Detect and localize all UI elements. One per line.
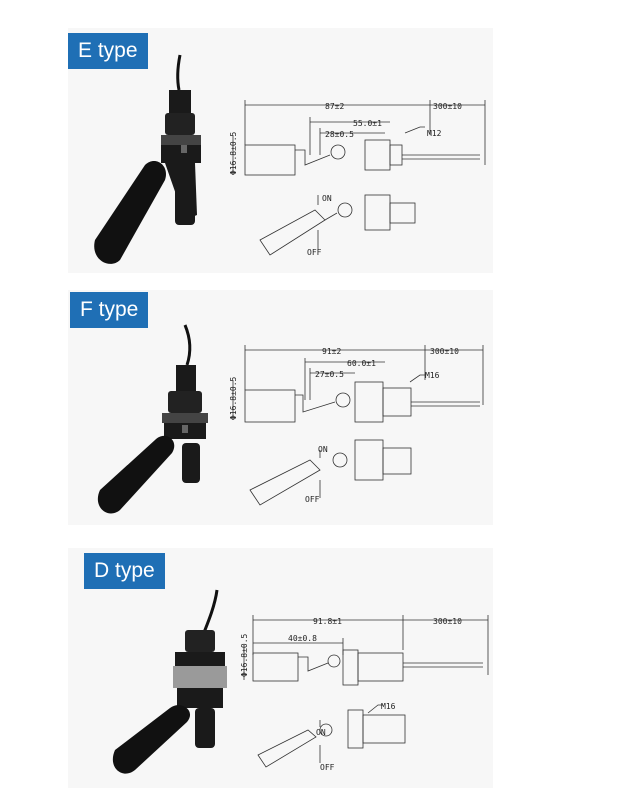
- d-type-drawing: 91.8±1 300±10 40±0.8 M16 ON OFF Φ16.8±0.…: [240, 615, 489, 772]
- e-dim-thread: M12: [427, 129, 442, 138]
- d-dim-diameter: Φ16.8±0.5: [240, 633, 249, 677]
- f-dim-on: ON: [318, 445, 328, 454]
- e-type-drawing: 87±2 300±10 55.0±1 28±0.5 M12 ON OFF Φ16…: [229, 100, 486, 257]
- f-dim-thread: M16: [425, 371, 440, 380]
- d-dim-inner: 40±0.8: [288, 634, 317, 643]
- d-dim-overall: 91.8±1: [313, 617, 342, 626]
- d-dim-off: OFF: [320, 763, 335, 772]
- e-dim-off: OFF: [307, 248, 322, 257]
- e-dim-mid: 55.0±1: [353, 119, 382, 128]
- d-dim-on: ON: [316, 728, 326, 737]
- e-dim-inner: 28±0.5: [325, 130, 354, 139]
- f-dim-diameter: Φ16.8±0.5: [229, 376, 238, 420]
- f-dim-inner: 27±0.5: [315, 370, 344, 379]
- f-type-photo: [97, 324, 208, 514]
- e-type-label: E type: [68, 33, 148, 69]
- f-dim-cable: 300±10: [430, 347, 459, 356]
- f-dim-overall: 91±2: [322, 347, 341, 356]
- d-dim-cable: 300±10: [433, 617, 462, 626]
- e-dim-on: ON: [322, 194, 332, 203]
- f-dim-mid: 60.0±1: [347, 359, 376, 368]
- f-type-drawing: 91±2 300±10 60.0±1 27±0.5 M16 ON OFF Φ16…: [229, 345, 484, 506]
- d-type-photo: [112, 589, 227, 774]
- e-dim-overall: 87±2: [325, 102, 344, 111]
- f-dim-off: OFF: [305, 495, 320, 504]
- e-dim-cable: 300±10: [433, 102, 462, 111]
- d-type-label: D type: [84, 553, 165, 589]
- e-type-photo: [94, 54, 201, 264]
- e-dim-diameter: Φ16.8±0.5: [229, 131, 238, 175]
- d-dim-thread: M16: [381, 702, 396, 711]
- f-type-label: F type: [70, 292, 149, 328]
